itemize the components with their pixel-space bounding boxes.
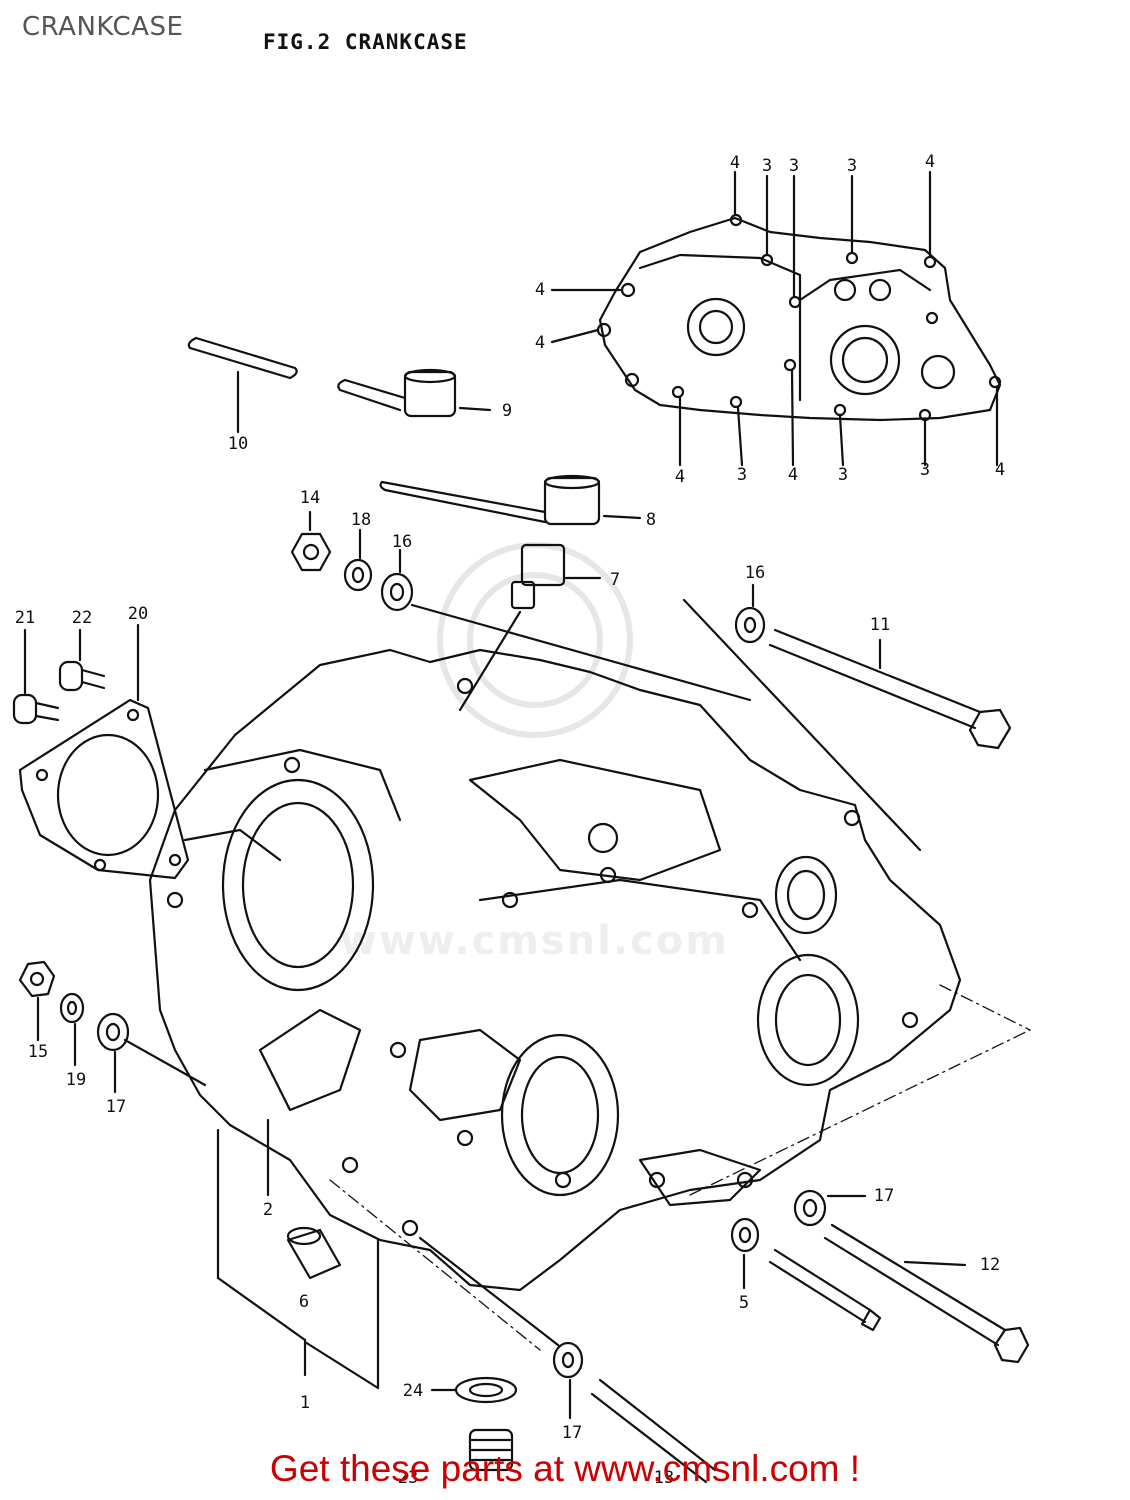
callout-5: 5: [738, 1293, 750, 1313]
callout-17: 17: [105, 1097, 127, 1117]
gasket-20: [18, 623, 190, 880]
nipple-7: [458, 543, 602, 712]
nut-15: [18, 960, 56, 1042]
callout-14: 14: [299, 488, 321, 508]
callout-4: 4: [924, 152, 936, 172]
callout-8: 8: [645, 510, 657, 530]
callout-3: 3: [761, 156, 773, 176]
bolt-22: [58, 628, 106, 692]
callout-22: 22: [71, 608, 93, 628]
callout-10: 10: [227, 434, 249, 454]
hose-10: [187, 336, 298, 434]
guide-lines: [329, 984, 1031, 1351]
callout-21: 21: [14, 608, 36, 628]
callout-7: 7: [609, 570, 621, 590]
callout-15: 15: [27, 1042, 49, 1062]
callout-4: 4: [534, 333, 546, 353]
gasket-24: [430, 1376, 518, 1404]
callout-18: 18: [350, 510, 372, 530]
callout-16: 16: [391, 532, 413, 552]
callout-24: 24: [402, 1381, 424, 1401]
callout-4: 4: [787, 465, 799, 485]
callout-1: 1: [299, 1393, 311, 1413]
callout-2: 2: [262, 1200, 274, 1220]
callout-4: 4: [994, 460, 1006, 480]
hose-clamp-8: [379, 474, 642, 526]
figure-title: FIG.2 CRANKCASE: [263, 30, 468, 54]
callout-3: 3: [846, 156, 858, 176]
callout-4: 4: [534, 280, 546, 300]
watermark-text: www.cmsnl.com: [340, 918, 729, 964]
callout-4: 4: [729, 153, 741, 173]
washer-16-left: [380, 548, 752, 702]
callout-9: 9: [501, 401, 513, 421]
callout-20: 20: [127, 604, 149, 624]
washer-17-left: [96, 1012, 130, 1094]
dowel-6: [286, 1226, 342, 1280]
callout-4: 4: [674, 467, 686, 487]
page-title: CRANKCASE: [22, 12, 184, 42]
hose-clamp-9: [337, 368, 492, 418]
nut-14: [290, 510, 332, 572]
washer-19: [59, 992, 85, 1067]
callout-17: 17: [873, 1186, 895, 1206]
bolt-21: [12, 628, 60, 725]
callout-6: 6: [298, 1292, 310, 1312]
leader-1-bracket: [123, 1038, 380, 1390]
callout-17: 17: [561, 1423, 583, 1443]
footer-cta-link[interactable]: Get these parts at www.cmsnl.com !: [269, 1448, 861, 1489]
washer-17-bottom: [418, 1236, 584, 1420]
crankcase-main: [148, 648, 962, 1292]
bolt-5: [730, 1217, 882, 1332]
callout-3: 3: [919, 460, 931, 480]
callout-19: 19: [65, 1070, 87, 1090]
bolt-13: [590, 1378, 717, 1484]
callout-23: 23: [397, 1468, 419, 1488]
bolt-12: [793, 1189, 1030, 1364]
callout-12: 12: [979, 1255, 1001, 1275]
callout-3: 3: [837, 465, 849, 485]
callout-3: 3: [788, 156, 800, 176]
crankcase-half-top-view: [550, 170, 1002, 467]
callout-3: 3: [736, 465, 748, 485]
callout-11: 11: [869, 615, 891, 635]
bolt-11: [682, 583, 1012, 852]
drain-plug-23: [468, 1428, 514, 1472]
callout-13: 13: [653, 1468, 675, 1488]
callout-16: 16: [744, 563, 766, 583]
washer-18: [343, 528, 373, 592]
